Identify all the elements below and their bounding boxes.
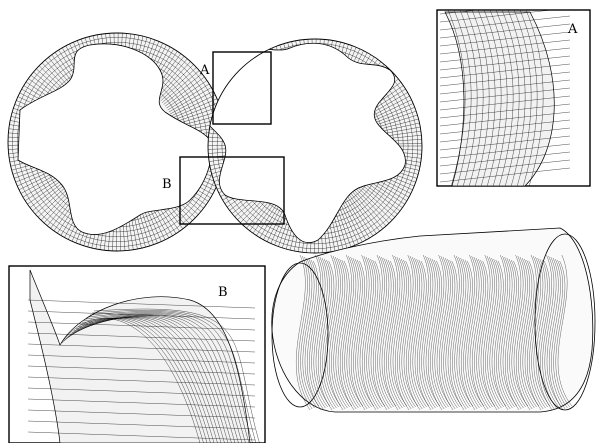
rotor-3d-end-left [271, 262, 329, 408]
inset-b-mesh-region [29, 269, 251, 443]
male-rotor-outline [207, 38, 423, 254]
rotor-3d-view [271, 227, 596, 413]
inset-b-label: B [218, 285, 228, 300]
inset-a: A [436, 9, 591, 187]
callout-label-b: B [162, 177, 172, 192]
male-rotor-body [208, 42, 406, 243]
callout-box-b [179, 156, 285, 225]
female-rotor [7, 32, 227, 252]
callout-box-a [212, 51, 272, 125]
inset-a-mesh-region [444, 11, 555, 186]
rotor-3d-end-right [534, 233, 596, 411]
male-rotor [207, 38, 423, 254]
male-rotor-mesh [208, 39, 422, 253]
callout-label-a: A [199, 63, 210, 78]
inset-a-label: A [567, 22, 578, 37]
inset-b: B [8, 265, 266, 443]
rotor-3d-housing [271, 227, 594, 413]
female-rotor-mesh [8, 33, 226, 251]
